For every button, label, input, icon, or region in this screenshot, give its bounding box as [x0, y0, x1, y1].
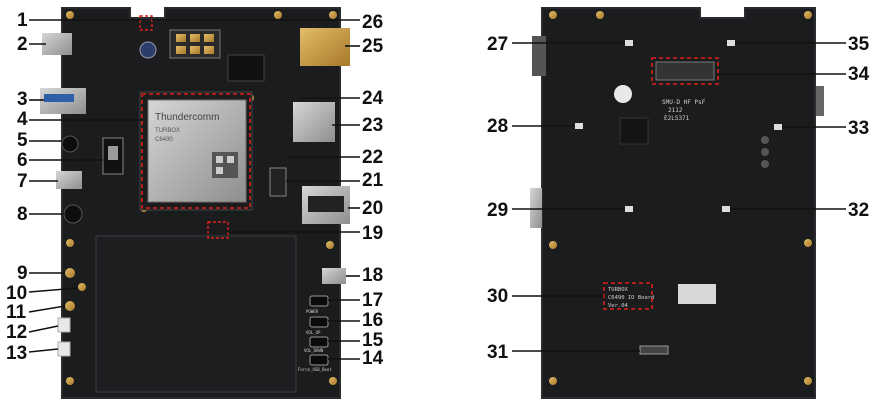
- back-right-callouts: 35 34 33 32: [718, 34, 870, 221]
- tp-29: [625, 206, 633, 212]
- back-qr-sticker: [678, 284, 716, 304]
- callout-9: 9: [17, 263, 28, 284]
- force-usb-boot-button: [309, 354, 329, 366]
- front-buttons: POWER VOL_UP VOL_DOWN Force_USB_Boot: [298, 295, 332, 372]
- callout-29: 29: [487, 200, 508, 221]
- callout-27: 27: [487, 34, 508, 55]
- callout-32: 32: [848, 200, 869, 221]
- callout-13: 13: [6, 343, 27, 364]
- callout-10: 10: [6, 283, 27, 304]
- back-marking-3: E2LS371: [664, 115, 690, 122]
- tp-33: [774, 124, 782, 130]
- button-label-voldown: VOL_DOWN: [304, 348, 324, 353]
- som-qr-code: [212, 152, 238, 178]
- som-highlight: [141, 93, 251, 209]
- front-left-callouts: 1 2 3 4 5 6 7 8 9 10 11 12 13: [6, 10, 142, 364]
- tp-27: [625, 40, 633, 46]
- callout-33: 33: [848, 118, 869, 139]
- callout-35: 35: [848, 34, 870, 55]
- back-label-3: Ver.04: [608, 303, 629, 309]
- back-marking-2: 2112: [668, 107, 683, 114]
- led-10: [78, 283, 86, 291]
- b2b-connector: [655, 61, 715, 81]
- callout-5: 5: [17, 130, 28, 151]
- button-label-forceboot: Force_USB_Boot: [298, 367, 332, 372]
- front-heatsink-pad: [95, 235, 297, 393]
- button-label-volup: VOL_UP: [306, 330, 321, 335]
- dip-switch: [269, 167, 287, 197]
- back-inductors: [761, 136, 769, 168]
- connector-12: [57, 317, 71, 333]
- ethernet-connector: [300, 28, 350, 66]
- callout-14: 14: [362, 348, 384, 369]
- vol-up-button: [309, 316, 329, 328]
- back-board: SMU-D HF PsF 2112 E2LS371 TURBOX C6490 I…: [530, 7, 824, 399]
- front-debug-pins: [139, 15, 153, 31]
- tp-28: [575, 123, 583, 129]
- callout-3: 3: [17, 89, 28, 110]
- sd-card-slot: [293, 102, 335, 142]
- callout-16: 16: [362, 310, 383, 331]
- back-mounting-holes: [549, 11, 812, 385]
- callout-6: 6: [17, 150, 28, 171]
- callout-7: 7: [17, 171, 28, 192]
- som-module-shield: [147, 99, 247, 203]
- usb-c-top-connector: [42, 33, 72, 55]
- usb-c-power-connector: [56, 171, 82, 189]
- callout-21: 21: [362, 170, 384, 191]
- back-label-2: C6490 IO Board: [608, 295, 654, 301]
- power-button: [309, 295, 329, 307]
- callout-24: 24: [362, 88, 384, 109]
- connector-19-highlight: [207, 221, 229, 239]
- som-line1: TURBOX: [155, 128, 180, 134]
- audio-jack: [61, 135, 79, 153]
- callout-4: 4: [17, 109, 28, 130]
- front-right-callouts: 26 25 24 23 22 21 20 19 18 17 16 15 14: [152, 12, 384, 369]
- callout-30: 30: [487, 286, 508, 307]
- callout-20: 20: [362, 198, 383, 219]
- front-capacitor: [139, 41, 157, 59]
- som-line2: C6490: [155, 137, 173, 143]
- micro-usb-connector: [322, 268, 346, 284]
- callout-34: 34: [848, 64, 870, 85]
- back-board-outline: [541, 7, 816, 399]
- callout-2: 2: [17, 34, 28, 55]
- callout-31: 31: [487, 342, 509, 363]
- callout-22: 22: [362, 147, 383, 168]
- callout-11: 11: [6, 302, 27, 323]
- back-right-edge: [816, 86, 824, 116]
- callout-23: 23: [362, 115, 383, 136]
- callout-1: 1: [17, 10, 28, 31]
- callout-18: 18: [362, 265, 383, 286]
- led-9: [65, 268, 75, 278]
- back-left-usb: [530, 188, 542, 228]
- b2b-connector-highlight: [651, 57, 719, 85]
- dc-jack: [63, 204, 83, 224]
- back-left-edge-connector: [532, 36, 546, 76]
- connector-13: [57, 341, 71, 357]
- callout-15: 15: [362, 330, 384, 351]
- back-standoff: [614, 85, 632, 103]
- button-label-power: POWER: [306, 309, 319, 314]
- callout-19: 19: [362, 223, 383, 244]
- callout-8: 8: [17, 204, 28, 225]
- back-marking-1: SMU-D HF PsF: [662, 99, 706, 106]
- led-11: [65, 301, 75, 311]
- tp-32: [722, 206, 730, 212]
- som-brand: Thundercomm: [155, 112, 219, 123]
- back-chip-marking: [619, 117, 649, 145]
- callout-28: 28: [487, 116, 508, 137]
- callout-12: 12: [6, 322, 27, 343]
- back-left-callouts: 27 28 29 30 31: [487, 34, 640, 363]
- front-board: Thundercomm TURBOX C6490: [40, 7, 350, 399]
- back-connector-31: [639, 345, 669, 355]
- tp-35: [727, 40, 735, 46]
- vol-down-button: [309, 336, 329, 348]
- front-flash-chip: [227, 54, 265, 82]
- callout-26: 26: [362, 12, 383, 33]
- callout-17: 17: [362, 290, 383, 311]
- callout-25: 25: [362, 36, 384, 57]
- back-label-1: TURBOX: [608, 287, 629, 293]
